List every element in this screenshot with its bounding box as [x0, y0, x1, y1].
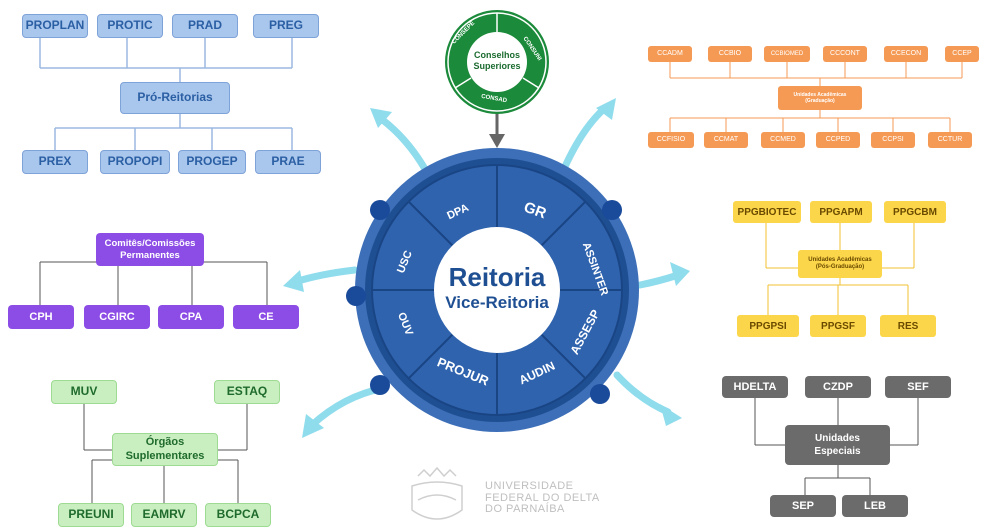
especiais-hub[interactable]: Unidades Especiais [785, 425, 890, 465]
conselhos-arrow [489, 112, 505, 148]
graduacao-connectors [669, 62, 963, 132]
especial-hdelta[interactable]: HDELTA [722, 376, 788, 398]
conselhos-title-line1: Conselhos [473, 50, 520, 60]
pos-hub-line2: (Pós-Graduação) [815, 264, 865, 270]
reitoria-wheel [346, 148, 639, 432]
graduacao-hub[interactable]: Unidades Acadêmicas (Graduação) [778, 86, 862, 110]
pro-reitoria-proplan[interactable]: PROPLAN [22, 14, 88, 38]
comite-cgirc[interactable]: CGIRC [84, 305, 150, 329]
comite-cpa[interactable]: CPA [158, 305, 224, 329]
orgao-muv[interactable]: MUV [51, 380, 117, 404]
logo-line1: UNIVERSIDADE [485, 480, 574, 492]
pos-ppgsf[interactable]: PPGSF [810, 315, 866, 337]
orgaos-hub-line2: Suplementares [125, 449, 205, 462]
orgao-eamrv[interactable]: EAMRV [131, 503, 197, 527]
graduacao-ccmed[interactable]: CCMED [761, 132, 805, 148]
especiais-hub-line2: Especiais [814, 446, 861, 457]
pro-reitoria-protic[interactable]: PROTIC [97, 14, 163, 38]
comites-hub[interactable]: Comitês/Comissões Permanentes [96, 233, 204, 266]
arrow-to-especiais [613, 371, 672, 416]
arrow-to-comites [291, 266, 359, 286]
conselhos-title[interactable]: Conselhos Superiores [467, 50, 527, 72]
graduacao-cctur[interactable]: CCTUR [928, 132, 972, 148]
arrow-heads [283, 98, 690, 438]
arrow-to-pro-reitorias [376, 114, 434, 182]
orgao-estaq[interactable]: ESTAQ [214, 380, 280, 404]
pro-reitoria-progep[interactable]: PROGEP [178, 150, 246, 174]
pro-reitorias-connectors [39, 38, 293, 150]
pos-ppgcbm[interactable]: PPGCBM [884, 201, 946, 223]
especiais-hub-line1: Unidades [814, 433, 860, 444]
pro-reitoria-prad[interactable]: PRAD [172, 14, 238, 38]
graduacao-ccbiomed[interactable]: CCBIOMED [764, 46, 810, 62]
conselhos-title-line2: Superiores [473, 60, 521, 71]
pos-ppgapm[interactable]: PPGAPM [810, 201, 872, 223]
graduacao-ccadm[interactable]: CCADM [648, 46, 692, 62]
graduacao-ccmat[interactable]: CCMAT [704, 132, 748, 148]
comites-hub-line1: Comitês/Comissões [104, 237, 196, 249]
center-title: Reitoria [448, 262, 546, 292]
logo-line3: DO PARNAÍBA [485, 503, 565, 516]
graduacao-ccfisio[interactable]: CCFISIO [648, 132, 694, 148]
pro-reitoria-preg[interactable]: PREG [253, 14, 319, 38]
orgao-bcpca[interactable]: BCPCA [205, 503, 271, 527]
comites-hub-line2: Permanentes [120, 249, 180, 261]
pos-ppgpsi[interactable]: PPGPSI [737, 315, 799, 337]
graduacao-ccbio[interactable]: CCBIO [708, 46, 752, 62]
graduacao-ccpsi[interactable]: CCPSI [871, 132, 915, 148]
orgao-preuni[interactable]: PREUNI [58, 503, 124, 527]
pro-reitoria-prae[interactable]: PRAE [255, 150, 321, 174]
university-logo-text: UNIVERSIDADE FEDERAL DO DELTA DO PARNAÍB… [485, 480, 600, 516]
comite-cph[interactable]: CPH [8, 305, 74, 329]
graduacao-ccped[interactable]: CCPED [816, 132, 860, 148]
comites-connectors [39, 261, 268, 305]
especial-sef[interactable]: SEF [885, 376, 951, 398]
especiais-connectors [754, 398, 919, 495]
orgaos-hub[interactable]: Órgãos Suplementares [112, 433, 218, 466]
pro-reitoria-propopi[interactable]: PROPOPI [100, 150, 170, 174]
graduacao-cccont[interactable]: CCCONT [823, 46, 867, 62]
arrow-to-pos [636, 271, 682, 289]
pos-ppgbiotec[interactable]: PPGBIOTEC [733, 201, 801, 223]
conselhos-circle [445, 10, 549, 114]
pos-connectors [765, 223, 915, 315]
graduacao-hub-line2: (Graduação) [805, 98, 835, 104]
especial-sep[interactable]: SEP [770, 495, 836, 517]
orgaos-hub-line1: Órgãos [145, 435, 185, 448]
center-subtitle: Vice-Reitoria [445, 293, 549, 312]
graduacao-ccecon[interactable]: CCECON [884, 46, 928, 62]
pro-reitoria-prex[interactable]: PREX [22, 150, 88, 174]
especial-czdp[interactable]: CZDP [805, 376, 871, 398]
university-crest [411, 466, 463, 520]
comite-ce[interactable]: CE [233, 305, 299, 329]
pos-res[interactable]: RES [880, 315, 936, 337]
pos-hub-line1: Unidades Acadêmicas [808, 256, 872, 263]
arrow-to-orgaos [308, 384, 389, 429]
pro-reitorias-hub[interactable]: Pró-Reitorias [120, 82, 230, 114]
pos-hub[interactable]: Unidades Acadêmicas (Pós-Graduação) [798, 250, 882, 278]
especial-leb[interactable]: LEB [842, 495, 908, 517]
logo-line2: FEDERAL DO DELTA [485, 491, 600, 504]
graduacao-hub-line1: Unidades Acadêmicas [793, 92, 847, 98]
graduacao-ccep[interactable]: CCEP [945, 46, 979, 62]
